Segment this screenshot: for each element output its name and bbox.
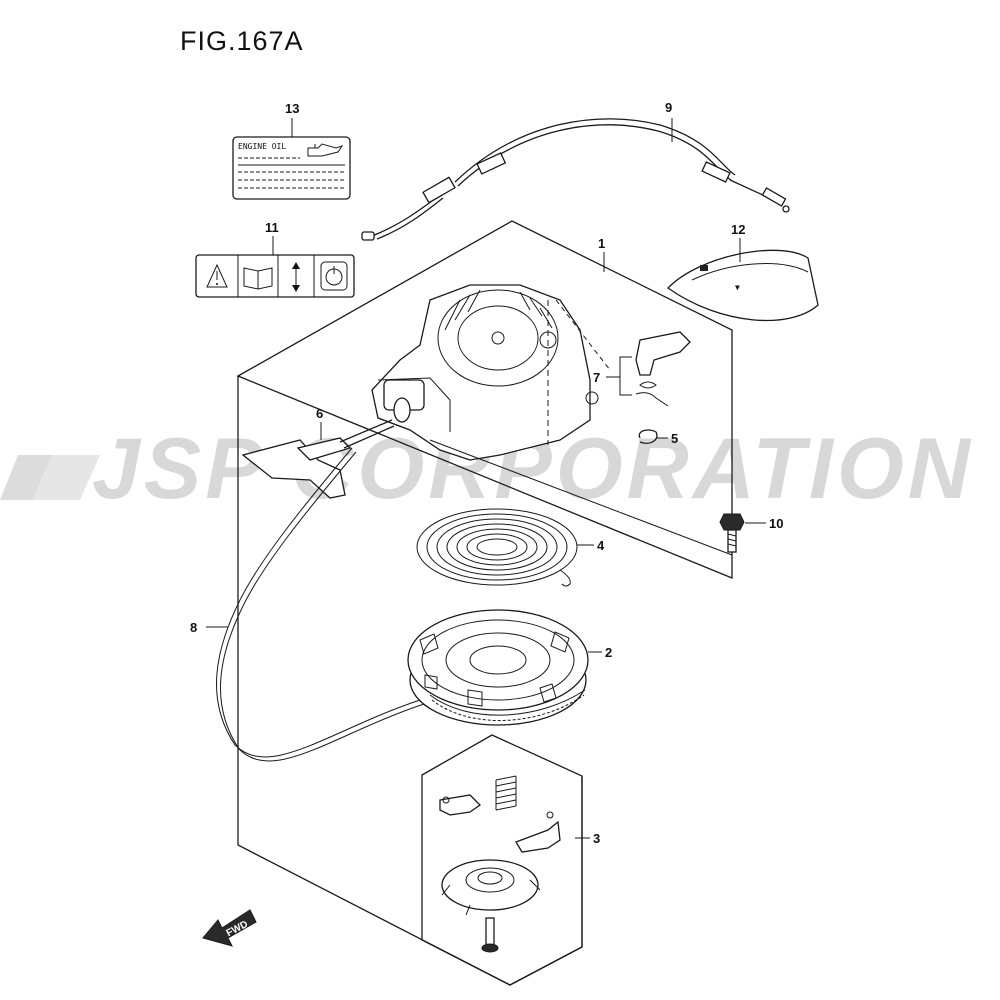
callout-13: 13 — [285, 101, 299, 116]
rope-reel — [407, 609, 589, 726]
compression-spring — [495, 775, 517, 811]
callout-11: 11 — [265, 220, 279, 235]
callout-4: 4 — [597, 538, 605, 553]
figure-title: FIG.167A — [180, 26, 304, 56]
callout-12: 12 — [731, 222, 745, 237]
callout-9: 9 — [665, 100, 672, 115]
svg-text:▼: ▼ — [735, 283, 740, 292]
fwd-arrow-icon: FWD — [202, 909, 257, 947]
warning-label — [195, 254, 355, 298]
starter-cable — [361, 118, 790, 241]
pull-arrows-icon — [292, 262, 300, 292]
stop-icon — [320, 261, 348, 291]
starter-handle — [241, 397, 411, 499]
callout-7: 7 — [593, 370, 600, 385]
pawl-kit — [439, 775, 561, 953]
callout-2: 2 — [605, 645, 612, 660]
fwd-label: FWD — [225, 919, 250, 939]
callout-6: 6 — [316, 406, 323, 421]
assembly-frame-top — [236, 220, 733, 579]
callout-5: 5 — [671, 431, 678, 446]
engine-oil-label: ENGINE OIL — [232, 136, 351, 200]
oil-can-icon — [307, 143, 344, 157]
callout-8: 8 — [190, 620, 197, 635]
callout-10: 10 — [769, 516, 783, 531]
jsp-logo-icon — [0, 455, 100, 500]
engine-oil-label-text: ENGINE OIL — [238, 142, 286, 151]
part3-group-frame — [421, 734, 583, 986]
manual-book-icon — [243, 267, 273, 290]
callout-1: 1 — [598, 236, 605, 251]
recoil-starter-housing — [371, 284, 599, 461]
warning-triangle-icon — [206, 263, 228, 288]
e-clip — [638, 429, 658, 444]
decal-label: ▼ — [667, 249, 819, 322]
mounting-bolt — [719, 513, 745, 553]
callout-3: 3 — [593, 831, 600, 846]
starter-rope — [216, 447, 425, 762]
recoil-spring — [416, 508, 578, 587]
ratchet-pawl-set — [635, 331, 691, 407]
